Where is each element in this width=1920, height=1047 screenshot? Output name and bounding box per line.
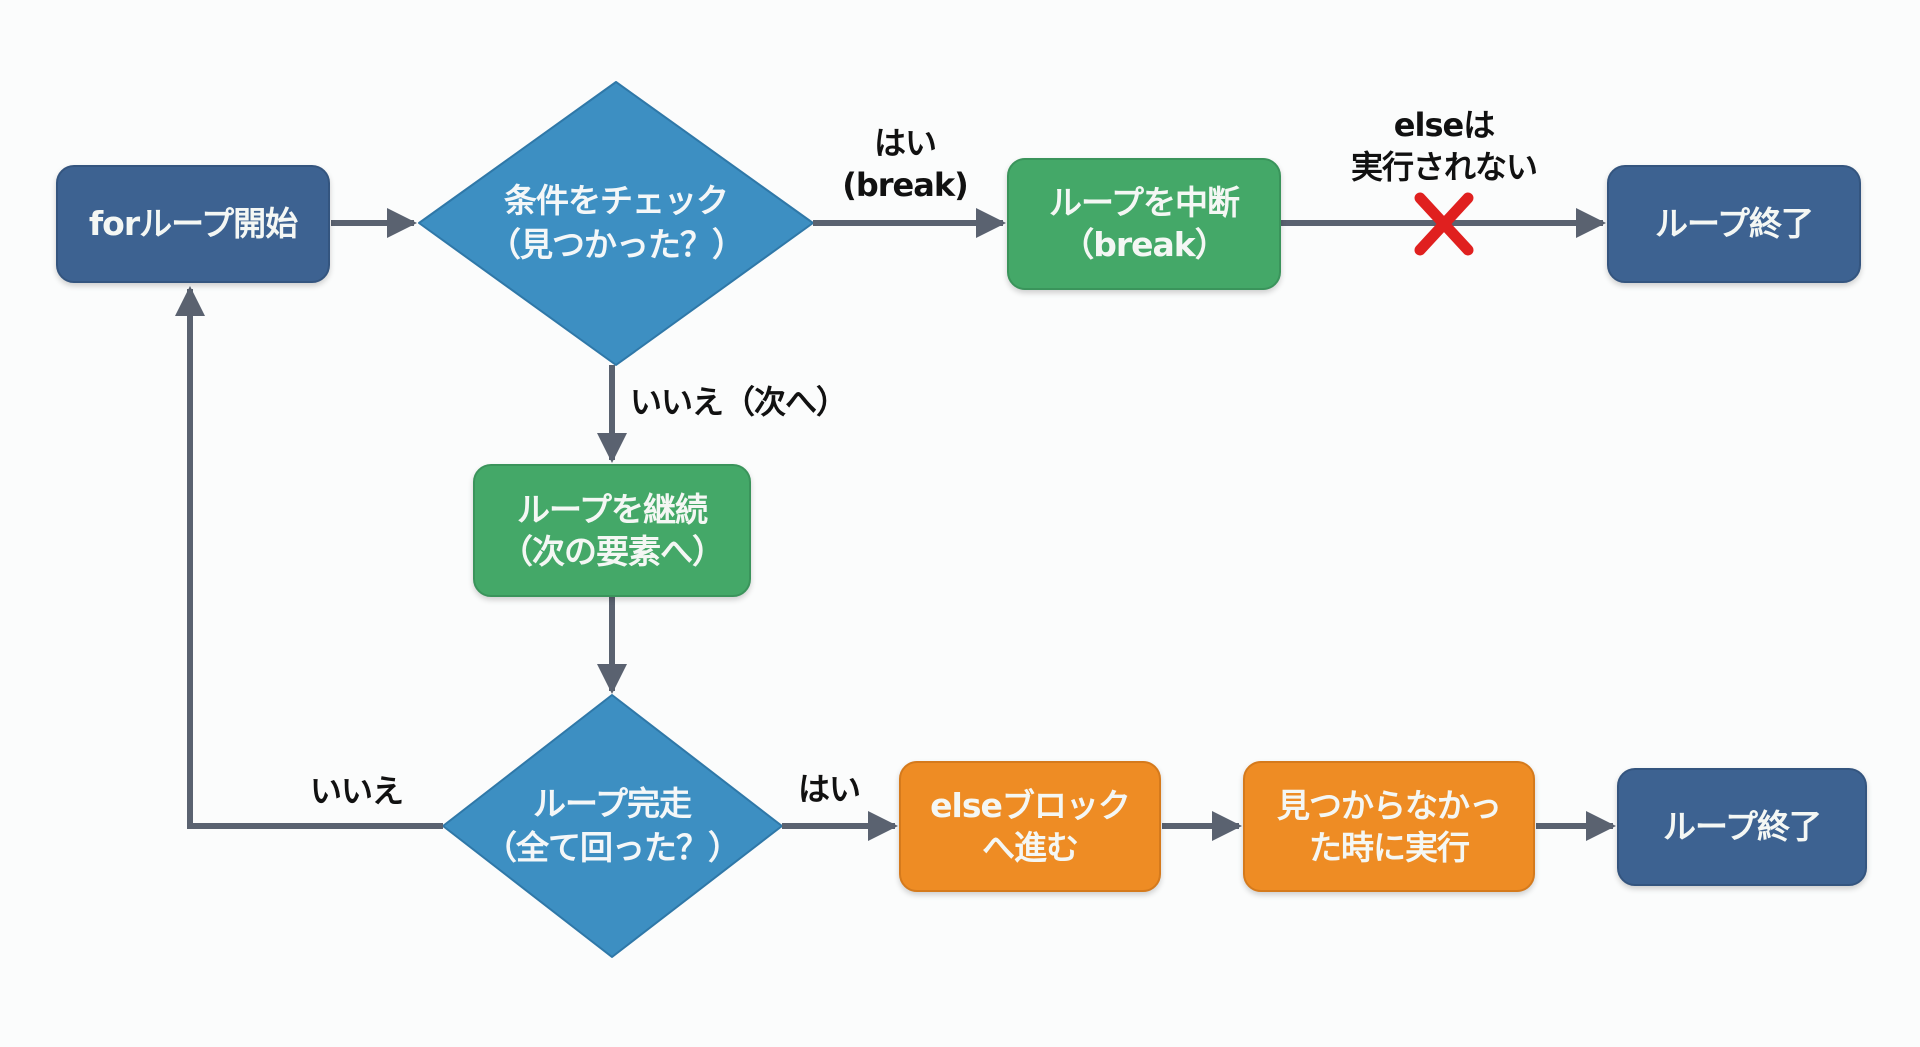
edge-label-no-next: いいえ（次へ） [630,381,848,423]
decision-complete-label: ループ完走 （全て回った？） [472,778,752,874]
node-text: ループ終了 [1654,204,1814,243]
node-text: （全て回った？） [484,828,741,867]
decision-diamond-complete [442,694,783,958]
node-text: ループ完走 [532,784,692,823]
node-text: 条件をチェック [504,181,729,220]
x-mark-icon [1414,192,1474,256]
label-line: はい [873,124,937,162]
label-line: いいえ [310,772,404,810]
node-text: elseブロック [930,785,1131,825]
node-text: （break） [1061,225,1227,264]
node-break-loop: ループを中断 （break） [1007,158,1281,290]
node-text: （次の要素へ） [500,531,725,571]
node-text: （見つかった？） [488,225,745,264]
node-else-block: elseブロック へ進む [899,761,1161,892]
label-line: いいえ（次へ） [630,383,848,421]
label-line: (break) [842,166,969,204]
node-run-when-not-found: 見つからなかっ た時に実行 [1243,761,1535,892]
node-for-loop-start: forループ開始 [56,165,330,283]
decision-check-label: 条件をチェック （見つかった？） [470,175,762,271]
decision-diamond-check [418,81,814,366]
node-text: た時に実行 [1309,827,1470,867]
node-text: 見つからなかっ [1277,785,1502,825]
edge-label-else-not-run: elseは 実行されない [1320,104,1568,188]
node-text: ループを中断 [1048,183,1240,222]
node-text: forループ開始 [88,204,298,243]
node-continue-loop: ループを継続 （次の要素へ） [473,464,751,597]
label-line: elseは [1393,106,1495,144]
edge-label-yes-else: はい [798,768,861,810]
edge-label-yes-break: はい (break) [830,122,980,206]
arrow-loop-back [175,286,443,829]
node-text: へ進む [982,827,1079,867]
edge-label-no-loop: いいえ [310,770,404,812]
label-line: 実行されない [1350,148,1538,186]
node-loop-end-bottom: ループ終了 [1617,768,1867,886]
node-loop-end-top: ループ終了 [1607,165,1861,283]
node-text: ループ終了 [1662,807,1822,846]
node-text: ループを継続 [516,489,708,529]
label-line: はい [798,770,861,808]
